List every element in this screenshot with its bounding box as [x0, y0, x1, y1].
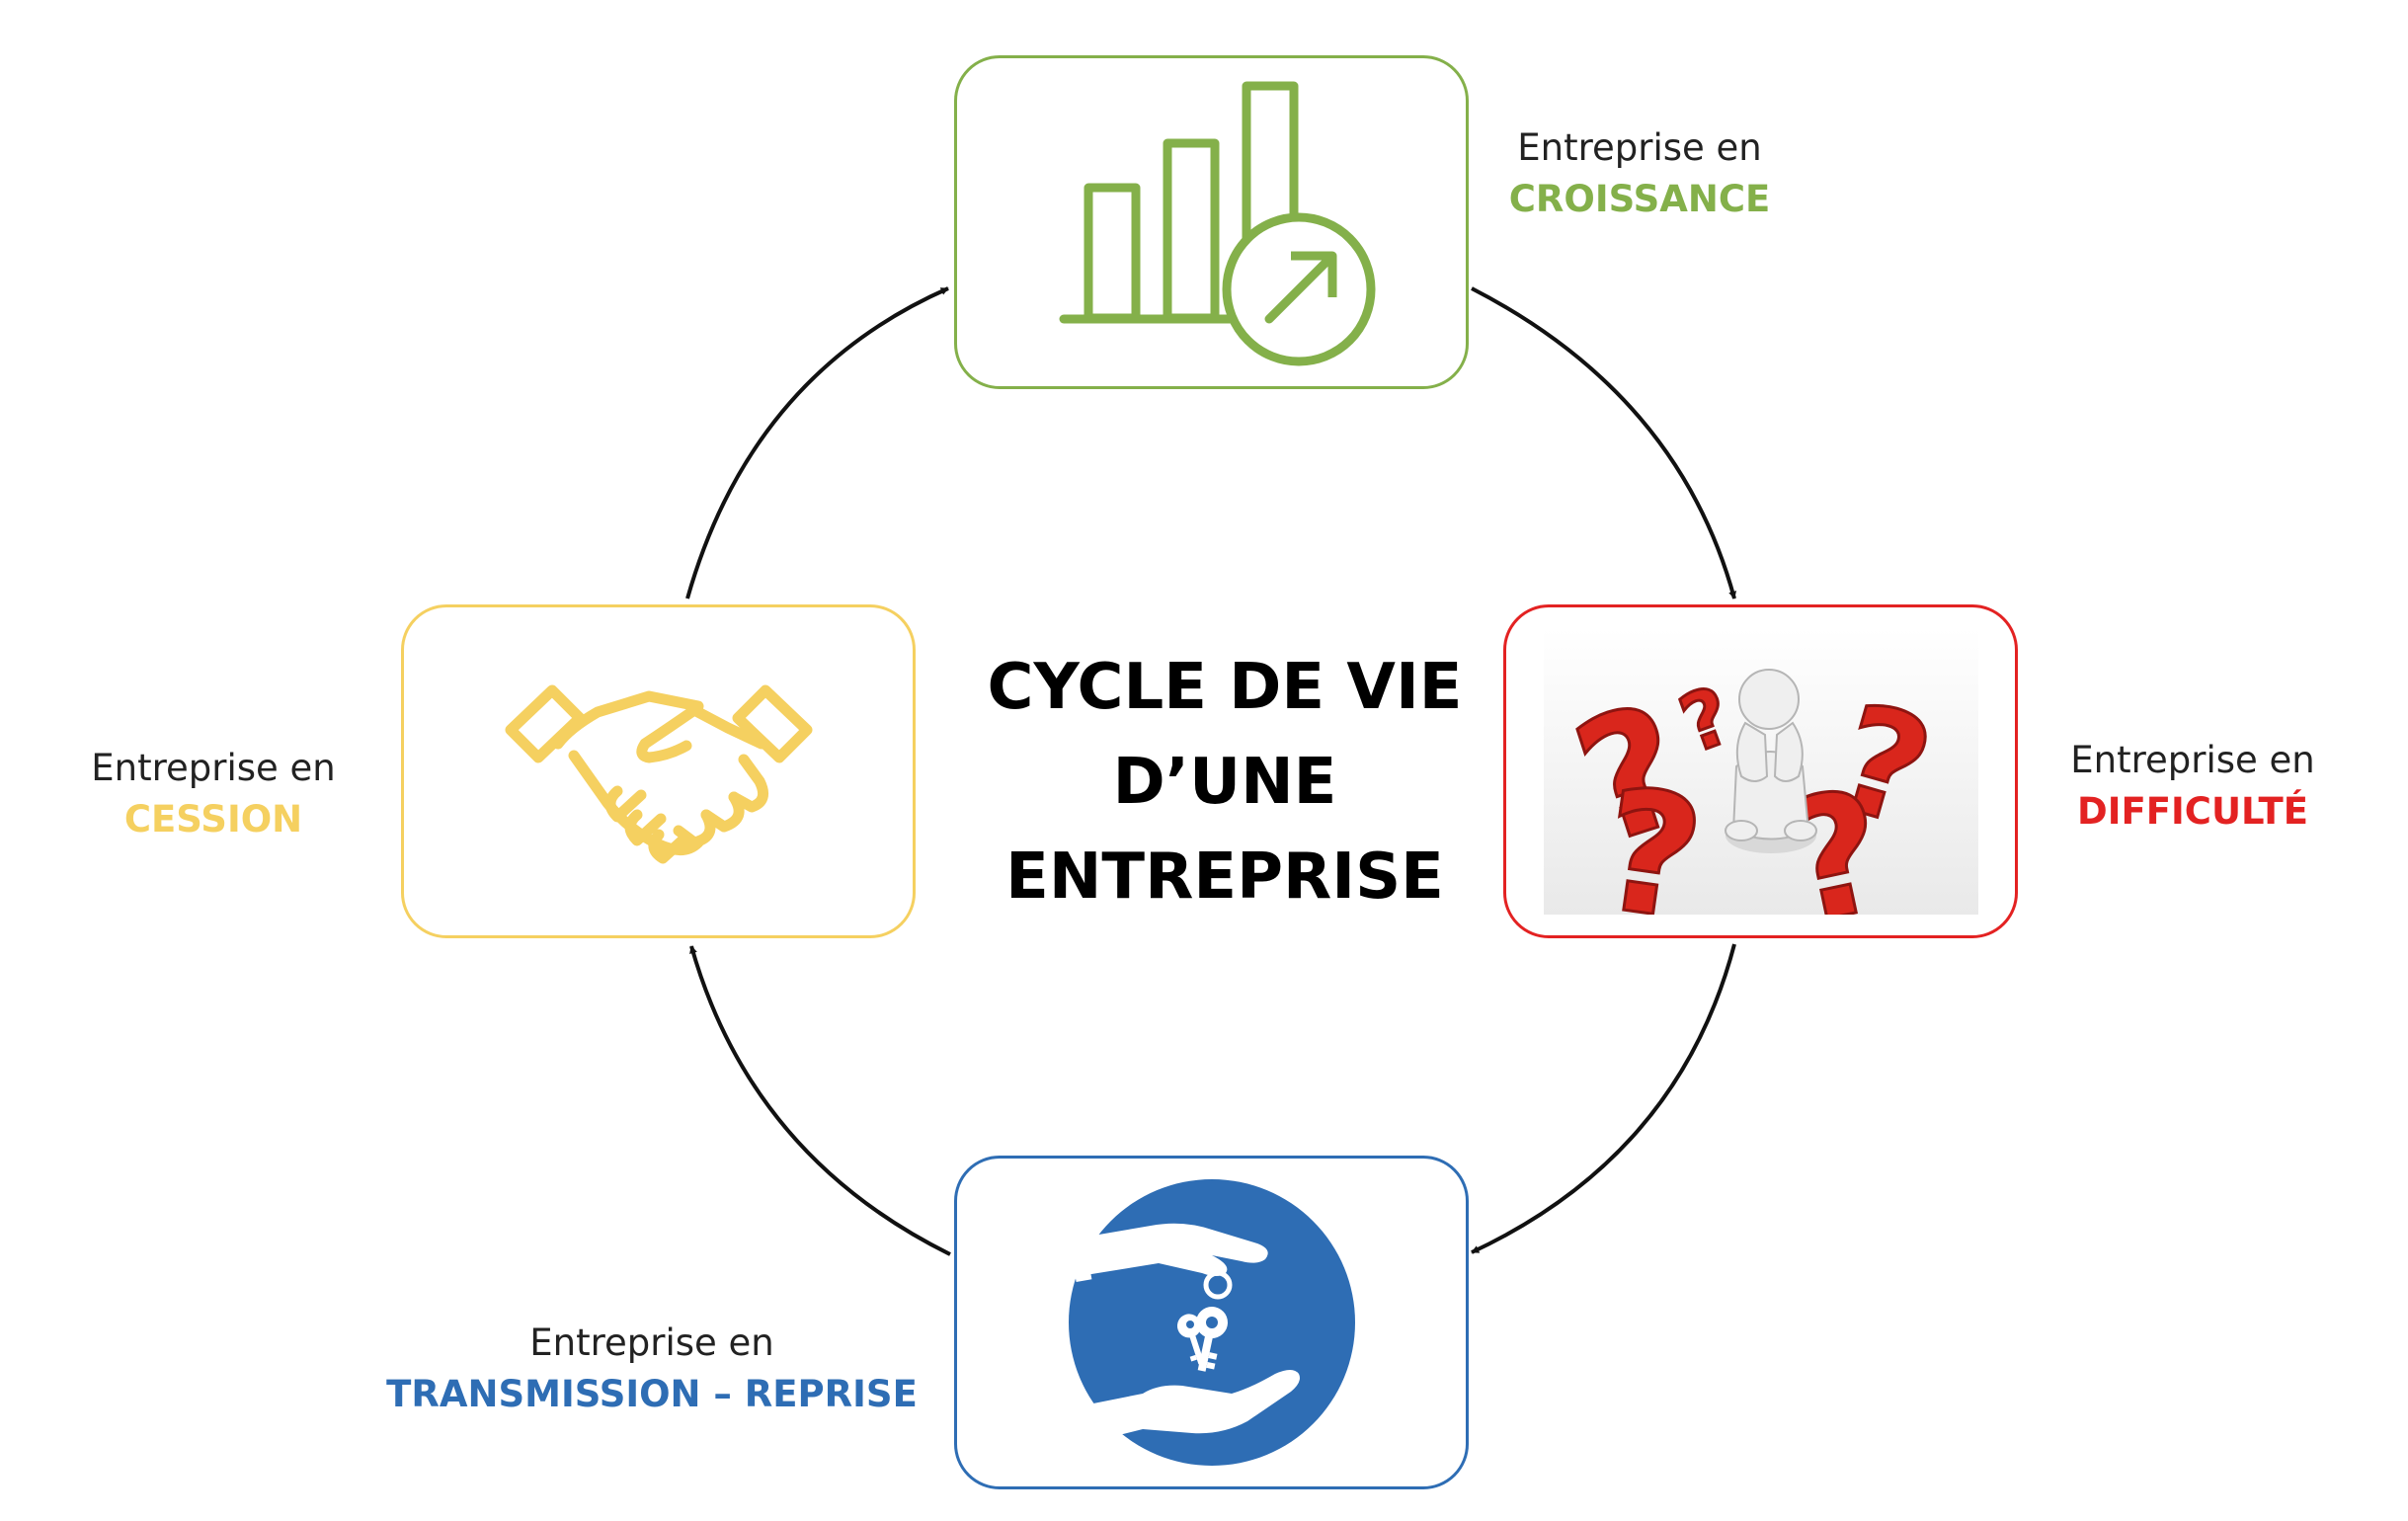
stage-label-prefix: Entreprise en — [2070, 739, 2315, 781]
stage-label-keyword: TRANSMISSION – REPRISE — [386, 1373, 918, 1415]
hands-keys-icon — [1067, 1179, 1355, 1466]
title-line-2: D’UNE — [1112, 746, 1337, 819]
stage-label-keyword: CESSION — [123, 798, 303, 841]
stage-label-growth: Entreprise en CROISSANCE — [1442, 122, 1837, 225]
stage-label-transmission: Entreprise en TRANSMISSION – REPRISE — [356, 1318, 948, 1420]
stage-box-cession — [401, 604, 916, 938]
stage-label-prefix: Entreprise en — [1517, 126, 1762, 169]
stage-box-transmission — [954, 1156, 1469, 1489]
arrow-growth-to-difficulty — [1471, 286, 1736, 600]
stage-label-keyword: DIFFICULTÉ — [2077, 790, 2308, 833]
title-line-1: CYCLE DE VIE — [987, 651, 1463, 724]
arrow-transmission-to-cession — [689, 945, 951, 1256]
diagram-title: CYCLE DE VIE D’UNE ENTREPRISE — [928, 640, 1521, 924]
stage-box-growth — [954, 55, 1469, 389]
svg-text:?: ? — [1817, 672, 1948, 860]
stage-label-difficulty: Entreprise en DIFFICULTÉ — [1995, 735, 2390, 838]
stage-label-cession: Entreprise en CESSION — [16, 743, 411, 845]
question-marks-person-icon: ? ? ? ? ? — [1543, 628, 1978, 915]
stage-label-prefix: Entreprise en — [529, 1321, 774, 1364]
arrow-difficulty-to-transmission — [1471, 943, 1736, 1254]
stage-label-keyword: CROISSANCE — [1508, 178, 1771, 220]
stage-box-difficulty: ? ? ? ? ? — [1503, 604, 2018, 938]
handshake-icon — [505, 684, 812, 864]
stage-label-prefix: Entreprise en — [91, 747, 336, 789]
title-line-3: ENTREPRISE — [1005, 841, 1444, 914]
arrow-cession-to-growth — [685, 286, 949, 600]
bar-chart-growth-icon — [1059, 81, 1375, 366]
